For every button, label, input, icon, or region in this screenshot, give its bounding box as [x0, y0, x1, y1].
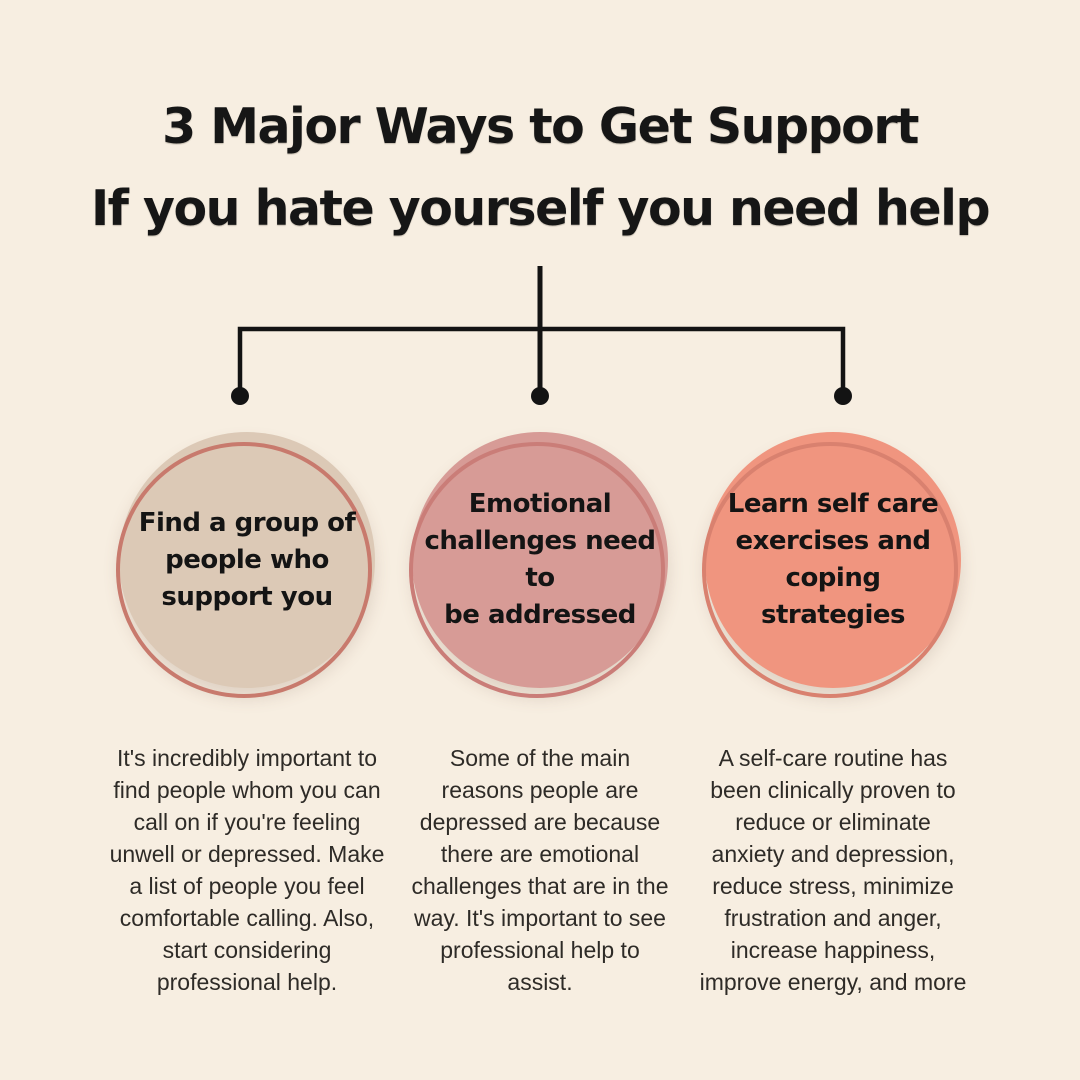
column-paragraph: It's incredibly important to find people… — [109, 745, 385, 995]
circle-heading: Emotional challenges need to be addresse… — [424, 489, 656, 630]
column-support-group: Find a group of people who support you I… — [92, 432, 402, 995]
column-self-care: Learn self care exercises and coping str… — [678, 432, 988, 995]
circle-heading: Learn self care exercises and coping str… — [727, 489, 939, 630]
connector-dot-left — [231, 387, 249, 405]
column-paragraph: A self-care routine has been clinically … — [699, 745, 967, 995]
circle-heading: Find a group of people who support you — [138, 507, 356, 612]
page-title: 3 Major Ways to Get Support If you hate … — [0, 86, 1080, 250]
title-line-2: If you hate yourself you need help — [90, 180, 991, 237]
column-paragraph: Some of the main reasons people are depr… — [411, 745, 669, 995]
column-emotional-challenges: Emotional challenges need to be addresse… — [385, 432, 695, 995]
circle-fill — [119, 432, 375, 688]
connector-bracket — [237, 326, 846, 390]
emotional-challenges-circle: Emotional challenges need to be addresse… — [409, 432, 668, 698]
support-group-circle: Find a group of people who support you — [116, 432, 375, 698]
connector-dot-center — [531, 387, 549, 405]
self-care-circle: Learn self care exercises and coping str… — [702, 432, 961, 698]
circle-fill — [412, 432, 668, 688]
connector-dot-right — [834, 387, 852, 405]
circle-fill — [705, 432, 961, 688]
title-line-1: 3 Major Ways to Get Support — [162, 98, 919, 155]
